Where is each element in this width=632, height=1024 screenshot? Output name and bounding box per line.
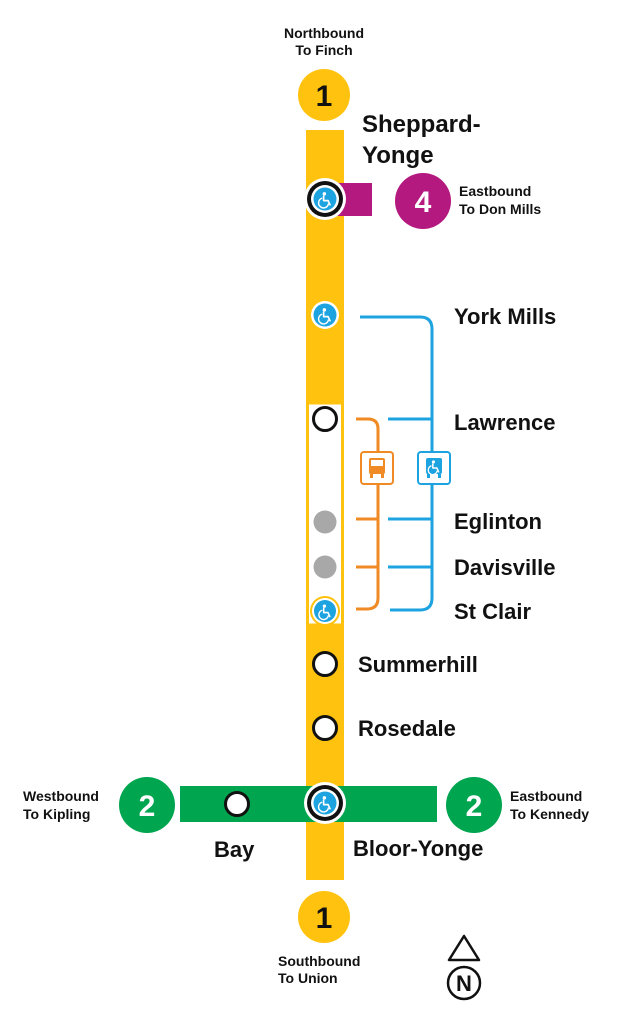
svg-text:Sheppard-: Sheppard- xyxy=(362,111,481,138)
svg-text:To Don Mills: To Don Mills xyxy=(459,201,541,217)
station-bay-marker[interactable] xyxy=(224,791,250,817)
line-1-track-north xyxy=(306,130,344,403)
svg-text:Westbound: Westbound xyxy=(23,788,99,804)
station-davisville-marker[interactable] xyxy=(313,555,337,579)
line-2-west-bullet[interactable]: 2 xyxy=(119,777,175,833)
station-york-mills-marker[interactable] xyxy=(311,301,339,329)
bus-icon xyxy=(360,451,394,485)
station-rosedale-label: Rosedale xyxy=(358,716,456,741)
line-4-bullet[interactable]: 4 xyxy=(395,173,451,229)
svg-text:To Kipling: To Kipling xyxy=(23,806,90,822)
station-bay-label: Bay xyxy=(214,837,255,862)
svg-text:Eastbound: Eastbound xyxy=(510,788,582,804)
svg-text:Yonge: Yonge xyxy=(362,142,434,169)
station-sheppard-yonge-marker[interactable] xyxy=(304,178,346,220)
station-eglinton-label: Eglinton xyxy=(454,509,542,534)
station-rosedale-marker[interactable] xyxy=(312,715,338,741)
line-1-north-bullet[interactable]: 1 xyxy=(298,69,350,121)
svg-text:Eastbound: Eastbound xyxy=(459,183,531,199)
eastbound-line-4-label: Eastbound To Don Mills xyxy=(459,183,541,217)
line-1-south-bullet[interactable]: 1 xyxy=(298,891,350,943)
accessible-bus-icon xyxy=(417,451,451,485)
eastbound-line-2-label: Eastbound To Kennedy xyxy=(510,788,589,822)
svg-text:Northbound: Northbound xyxy=(284,25,364,41)
station-summerhill-marker[interactable] xyxy=(312,651,338,677)
westbound-line-2-label: Westbound To Kipling xyxy=(23,788,99,822)
station-st-clair-marker[interactable] xyxy=(310,596,340,626)
line-1-number: 1 xyxy=(316,80,333,113)
line-2-number: 2 xyxy=(466,790,483,823)
north-arrow-icon: N xyxy=(446,934,482,1001)
station-eglinton-marker[interactable] xyxy=(313,510,337,534)
station-bloor-yonge-marker[interactable] xyxy=(304,782,346,824)
svg-text:To Finch: To Finch xyxy=(295,42,352,58)
station-lawrence-marker[interactable] xyxy=(312,406,338,432)
station-york-mills-label: York Mills xyxy=(454,304,556,329)
line-2-number: 2 xyxy=(139,790,156,823)
station-st-clair-label: St Clair xyxy=(454,599,531,624)
svg-text:Southbound: Southbound xyxy=(278,953,360,969)
line-1-number: 1 xyxy=(316,902,333,935)
station-sheppard-yonge-label: Sheppard- Yonge xyxy=(362,111,481,169)
station-lawrence-label: Lawrence xyxy=(454,410,556,435)
line-2-east-bullet[interactable]: 2 xyxy=(446,777,502,833)
svg-text:N: N xyxy=(456,971,472,996)
southbound-label: Southbound To Union xyxy=(278,953,360,986)
svg-text:To Kennedy: To Kennedy xyxy=(510,806,589,822)
shuttle-bus-route xyxy=(356,417,380,611)
line-4-number: 4 xyxy=(415,186,432,219)
svg-text:To Union: To Union xyxy=(278,970,338,986)
northbound-label: Northbound To Finch xyxy=(284,25,364,58)
station-bloor-yonge-label: Bloor-Yonge xyxy=(353,836,483,861)
station-davisville-label: Davisville xyxy=(454,555,556,580)
station-summerhill-label: Summerhill xyxy=(358,652,478,677)
